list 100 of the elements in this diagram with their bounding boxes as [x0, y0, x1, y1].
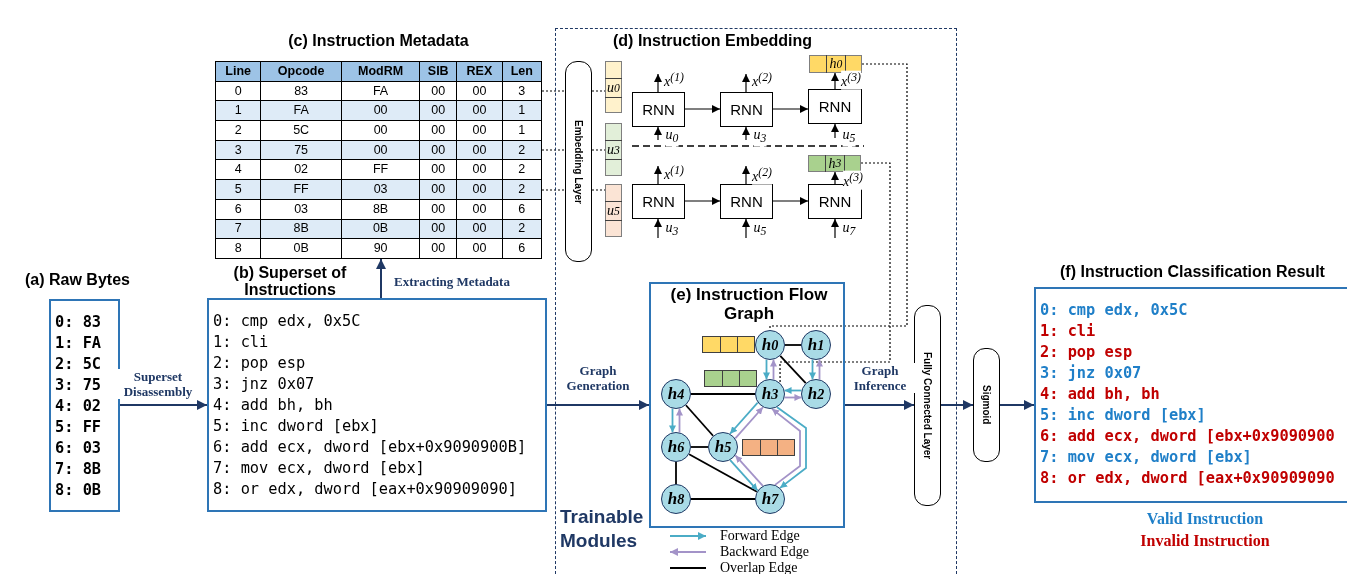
arrow: [809, 358, 816, 381]
header-cell: Line: [215, 61, 261, 82]
table-cell: 3: [502, 81, 542, 101]
table-cell: 00: [419, 159, 457, 180]
arrow: [783, 387, 803, 394]
code-line: 5: FF: [55, 417, 103, 438]
connector-line: [685, 404, 714, 437]
table-cell: 0: [215, 81, 261, 101]
arrow: [999, 400, 1035, 410]
code-line: 5: inc dword [ebx]: [213, 416, 380, 437]
arrow: [669, 407, 676, 434]
layer-box: Fully Connected Layer: [914, 305, 941, 506]
header-cell: ModRM: [341, 61, 420, 82]
dotted-line: [779, 162, 891, 384]
rnn-cell-box: RNN: [720, 184, 773, 219]
table-cell: 83: [260, 81, 342, 101]
code-line: 1: FA: [55, 333, 103, 354]
arrow: [831, 72, 839, 90]
connector-line: [688, 453, 758, 493]
table-cell: 1: [502, 120, 542, 141]
dotted-line: [541, 189, 566, 191]
table-cell: 2: [502, 159, 542, 180]
arrow: [742, 126, 750, 141]
header-cell: Len: [502, 61, 542, 82]
table-cell: 6: [502, 199, 542, 219]
code-line: 3: 75: [55, 375, 103, 396]
header-cell: Opcode: [260, 61, 342, 82]
arrow: [771, 407, 801, 486]
code-line: 5: inc dword [ebx]: [1040, 405, 1207, 426]
header-cell: REX: [456, 61, 503, 82]
arrow: [831, 123, 839, 139]
table-cell: 6: [502, 238, 542, 259]
arrow: [770, 358, 777, 381]
arrow: [783, 394, 803, 401]
panel-title: (f) Instruction Classification Result: [1060, 262, 1326, 281]
code-line: 0: cmp edx, 0x5C: [1040, 300, 1189, 321]
table-cell: 7: [215, 219, 261, 239]
header-cell: SIB: [419, 61, 457, 82]
edge-label: x$^{(3)}$: [843, 170, 863, 190]
table-title: (c) Instruction Metadata: [287, 31, 470, 50]
code-line: 8: 0B: [55, 480, 103, 501]
arrow: [844, 400, 915, 410]
legend-text: Backward Edge: [720, 544, 810, 559]
arrow: [376, 258, 386, 299]
code-line: 6: 03: [55, 438, 103, 459]
table-cell: 00: [456, 238, 503, 259]
table-cell: 1: [215, 100, 261, 121]
code-line: 8: or edx, dword [eax+0x90909090]: [213, 479, 518, 500]
arrow: [742, 218, 750, 239]
table-cell: 4: [215, 159, 261, 180]
arrow: [742, 73, 750, 93]
table-cell: 6: [215, 199, 261, 219]
embedding-vector: [605, 61, 622, 113]
arrow: [654, 218, 662, 239]
code-line: 4: add bh, bh: [1040, 384, 1161, 405]
legend-text: Invalid Instruction: [1140, 532, 1270, 550]
table-cell: FA: [341, 81, 420, 101]
table-cell: 00: [419, 238, 457, 259]
embedding-vector: [605, 123, 622, 176]
arrow: [654, 126, 662, 141]
table-cell: 00: [456, 120, 503, 141]
table-cell: 5: [215, 179, 261, 200]
layer-box: Sigmoid: [973, 348, 1000, 462]
table-cell: 00: [456, 159, 503, 180]
code-line: 7: mov ecx, dword [ebx]: [1040, 447, 1253, 468]
graph-panel: [649, 282, 845, 528]
table-cell: 5C: [260, 120, 342, 141]
code-line: 3: jnz 0x07: [1040, 363, 1143, 384]
code-line: 7: 8B: [55, 459, 103, 480]
dotted-line: [541, 90, 566, 92]
table-cell: 02: [260, 159, 342, 180]
arrow: [742, 165, 750, 185]
panel-title: (e) Instruction Flow Graph: [669, 285, 829, 323]
code-line: 2: 5C: [55, 354, 103, 375]
feature-vector: [702, 336, 755, 353]
code-line: 2: pop esp: [213, 353, 307, 374]
table-cell: 2: [215, 120, 261, 141]
table-cell: 00: [419, 199, 457, 219]
arrow: [546, 400, 650, 410]
rnn-cell-box: RNN: [632, 92, 685, 127]
section-title: (d) Instruction Embedding: [613, 31, 813, 50]
arrow: [772, 197, 809, 205]
code-line: 1: cli: [1040, 321, 1097, 342]
table-cell: FF: [341, 159, 420, 180]
connector-line: [779, 355, 807, 384]
arrow: [763, 358, 770, 381]
code-line: 8: or edx, dword [eax+0x90909090: [1040, 468, 1336, 489]
connector-line: [690, 498, 756, 500]
rnn-cell-box: RNN: [808, 89, 862, 124]
arrow: [831, 218, 839, 239]
panel-title: (a) Raw Bytes: [25, 270, 131, 289]
feature-vector: [742, 439, 795, 456]
arrow: [831, 171, 839, 185]
dotted-line: [769, 63, 908, 331]
arrow: [684, 197, 721, 205]
rnn-cell-box: RNN: [632, 184, 685, 219]
dotted-line: [541, 149, 566, 151]
table-cell: 00: [419, 120, 457, 141]
legend-text: Forward Edge: [720, 528, 800, 543]
rnn-cell-box: RNN: [720, 92, 773, 127]
